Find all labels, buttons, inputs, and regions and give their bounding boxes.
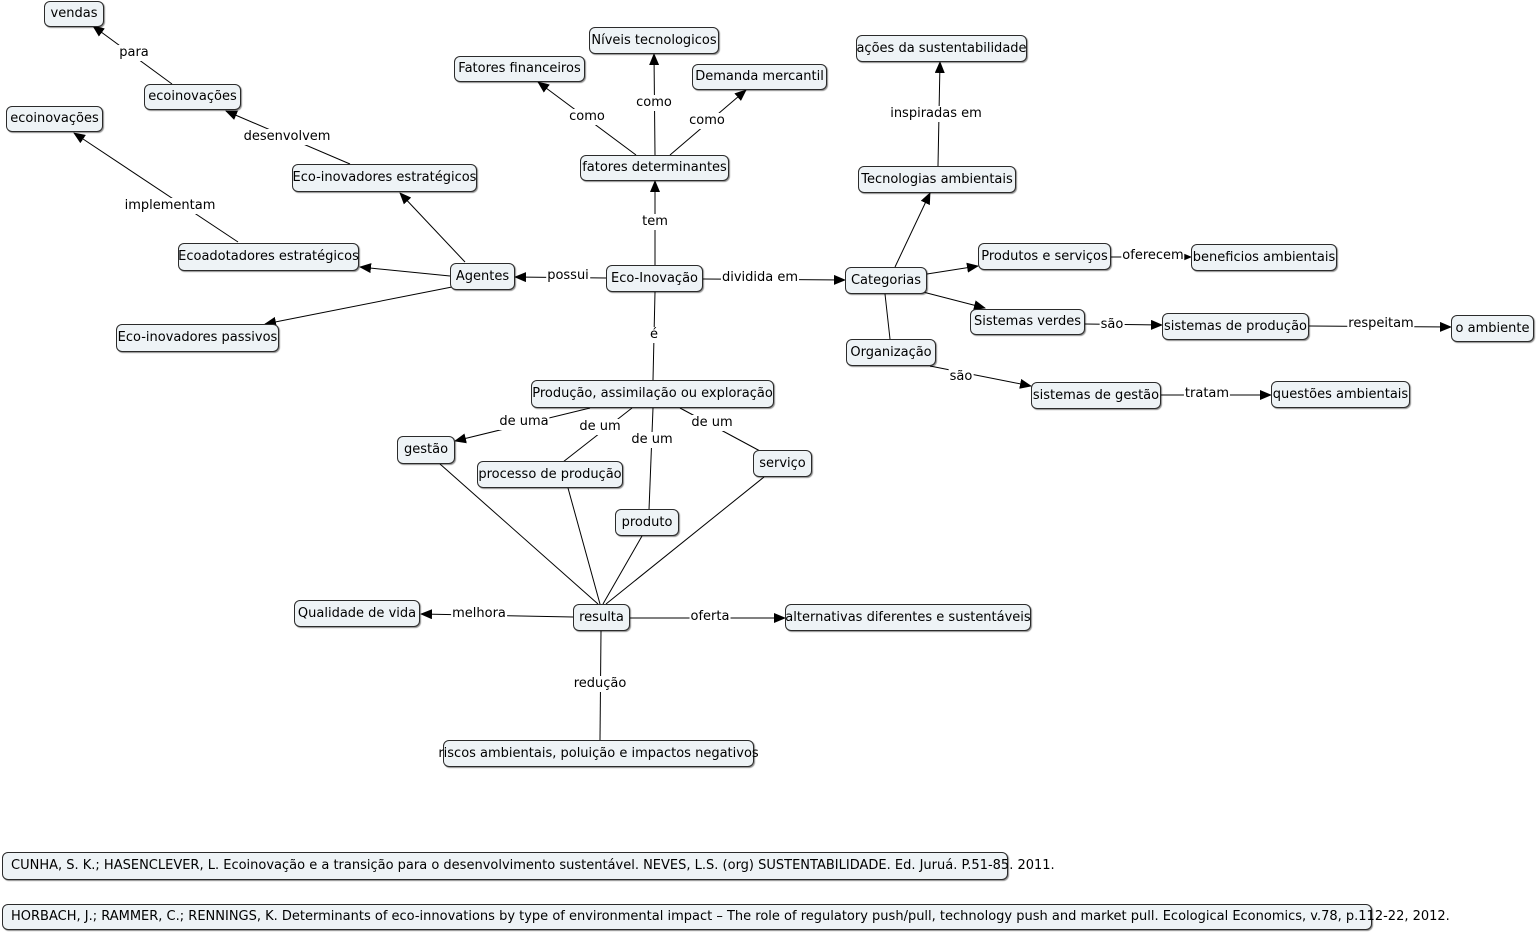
link-label-inspiradas-em: inspiradas em [889, 106, 983, 122]
concept-ecoadotadores-estrategicos[interactable]: Ecoadotadores estratégicos [178, 243, 359, 271]
link-label-como-1: como [568, 109, 606, 125]
concept-demanda-mercantil[interactable]: Demanda mercantil [692, 64, 827, 90]
link-label-e: é [649, 327, 659, 343]
concept-producao-assimilacao[interactable]: Produção, assimilação ou exploração [531, 380, 774, 408]
link-label-dividida-em: dividida em [720, 270, 800, 286]
link-label-tratam: tratam [1183, 386, 1231, 402]
concept-acoes-sustentabilidade[interactable]: ações da sustentabilidade [856, 35, 1027, 62]
link-label-oferta: oferta [689, 609, 731, 625]
concept-ecoinovacoes-2[interactable]: ecoinovações [6, 106, 103, 132]
concept-questoes-ambientais[interactable]: questões ambientais [1271, 381, 1410, 408]
link-label-implementam: implementam [123, 198, 217, 214]
concept-fatores-financeiros[interactable]: Fatores financeiros [454, 56, 585, 82]
concept-riscos-ambientais[interactable]: riscos ambientais, poluição e impactos n… [438, 740, 759, 767]
concept-o-ambiente[interactable]: o ambiente [1451, 315, 1534, 342]
concept-produtos-servicos[interactable]: Produtos e serviços [978, 243, 1111, 270]
concept-fatores-determinantes[interactable]: fatores determinantes [580, 155, 729, 181]
link-label-de-uma: de uma [498, 414, 550, 430]
concept-resulta[interactable]: resulta [573, 604, 630, 631]
concept-beneficios-ambientais[interactable]: beneficios ambientais [1191, 244, 1337, 271]
concept-ecoinovacoes[interactable]: ecoinovações [144, 84, 241, 110]
concept-niveis-tecnologicos[interactable]: Níveis tecnologicos [589, 27, 719, 54]
link-label-de-um-3: de um [690, 415, 734, 431]
link-label-reducao: redução [572, 676, 628, 692]
concept-vendas[interactable]: vendas [44, 1, 104, 27]
concept-sistemas-producao[interactable]: sistemas de produção [1162, 313, 1309, 340]
link-label-oferecem: oferecem [1121, 248, 1185, 264]
link-label-de-um-1: de um [578, 419, 622, 435]
concept-servico[interactable]: serviço [753, 450, 812, 477]
link-label-para: para [118, 45, 150, 61]
concept-sistemas-verdes[interactable]: Sistemas verdes [970, 309, 1085, 335]
concept-alternativas[interactable]: alternativas diferentes e sustentáveis [785, 604, 1031, 631]
link-label-como-3: como [688, 113, 726, 129]
concept-eco-inovacao[interactable]: Eco-Inovação [606, 265, 703, 292]
link-label-de-um-2: de um [630, 432, 674, 448]
link-label-sao-1: são [1099, 317, 1125, 333]
concept-gestao[interactable]: gestão [397, 436, 455, 464]
link-label-possui: possui [546, 268, 590, 284]
concept-processo-producao[interactable]: processo de produção [477, 461, 623, 488]
concept-sistemas-gestao[interactable]: sistemas de gestão [1031, 382, 1161, 409]
concept-produto[interactable]: produto [615, 509, 679, 536]
concept-eco-inovadores-passivos[interactable]: Eco-inovadores passivos [116, 324, 279, 352]
concept-organizacao[interactable]: Organização [846, 339, 936, 366]
concept-agentes[interactable]: Agentes [450, 263, 515, 290]
reference-horbach: HORBACH, J.; RAMMER, C.; RENNINGS, K. De… [2, 904, 1450, 930]
link-label-desenvolvem: desenvolvem [242, 129, 332, 145]
reference-cunha: CUNHA, S. K.; HASENCLEVER, L. Ecoinovaçã… [2, 852, 1055, 880]
concept-tecnologias-ambientais[interactable]: Tecnologias ambientais [858, 166, 1016, 193]
link-label-sao-2: são [948, 369, 974, 385]
link-label-tem: tem [641, 214, 669, 230]
link-label-respeitam: respeitam [1347, 316, 1415, 332]
concept-qualidade-vida[interactable]: Qualidade de vida [294, 600, 420, 627]
link-label-como-2: como [635, 95, 673, 111]
concept-categorias[interactable]: Categorias [845, 267, 927, 294]
concept-eco-inovadores-estrategicos[interactable]: Eco-inovadores estratégicos [292, 164, 477, 192]
link-label-melhora: melhora [451, 606, 507, 622]
